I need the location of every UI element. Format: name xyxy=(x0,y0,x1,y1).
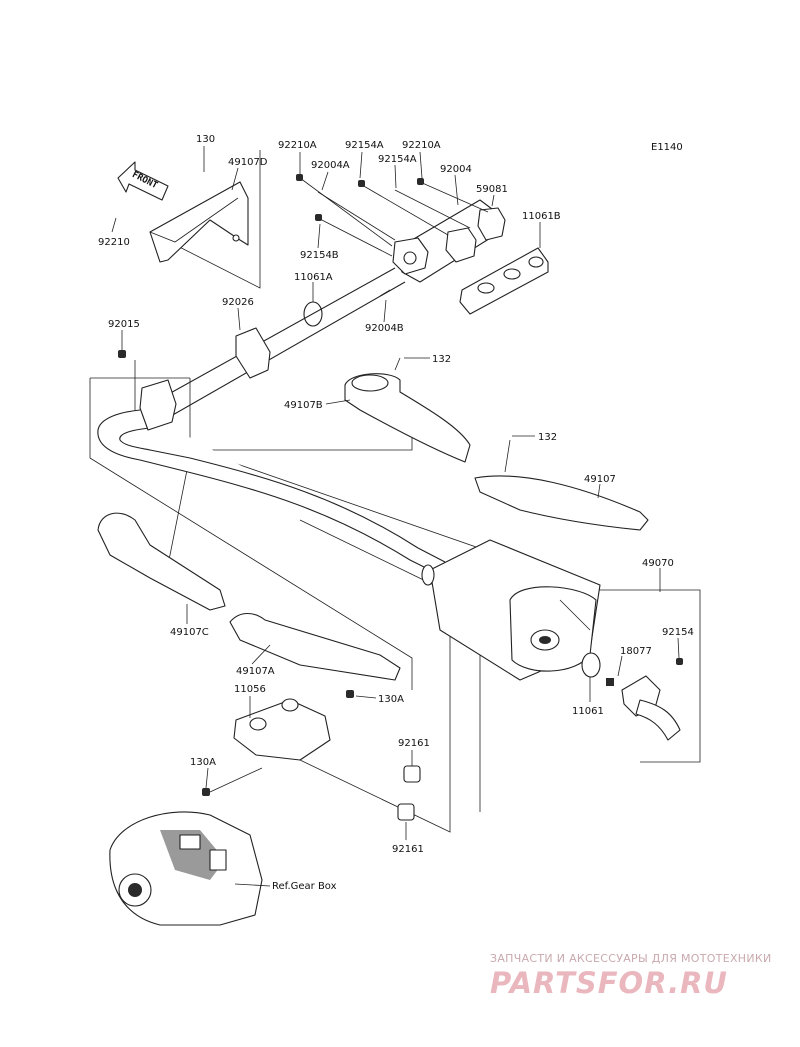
exhaust-manifold xyxy=(392,199,506,283)
label-59081: 59081 xyxy=(476,184,508,195)
ref-gear-box-label: Ref.Gear Box xyxy=(272,881,337,892)
bracket-11056 xyxy=(202,690,354,796)
pipe-flange xyxy=(139,379,177,431)
label-11061: 11061 xyxy=(572,706,604,717)
leader-lines xyxy=(111,146,680,887)
label-130a-1: 130A xyxy=(378,694,404,705)
label-92210a-1: 92210A xyxy=(278,140,317,151)
tail-pipe-18077 xyxy=(606,658,683,741)
label-92161-2: 92161 xyxy=(392,844,424,855)
heat-shield-49107c xyxy=(97,512,226,611)
watermark-caption: ЗАПЧАСТИ И АКСЕССУАРЫ ДЛЯ МОТОТЕХНИКИ xyxy=(490,952,772,965)
label-49107a: 49107A xyxy=(236,666,275,677)
label-92015: 92015 xyxy=(108,319,140,330)
label-92210: 92210 xyxy=(98,237,130,248)
label-92161-1: 92161 xyxy=(398,738,430,749)
label-11061b: 11061B xyxy=(522,211,561,222)
rubber-mount-92161-b xyxy=(397,803,415,821)
heat-shield-49107 xyxy=(474,439,649,531)
gasket-11061 xyxy=(581,652,601,678)
label-11061a: 11061A xyxy=(294,272,333,283)
label-49107b: 49107B xyxy=(284,400,323,411)
label-49107d: 49107D xyxy=(228,157,268,168)
exhaust-pipe-front xyxy=(97,267,446,576)
label-49107c: 49107C xyxy=(170,627,209,638)
code-label: E1140 xyxy=(651,142,683,153)
label-49070: 49070 xyxy=(642,558,674,569)
label-92154b: 92154B xyxy=(300,250,339,261)
label-92154a-1: 92154A xyxy=(345,140,384,151)
label-92004: 92004 xyxy=(440,164,472,175)
manifold-gasket-11061b xyxy=(459,247,549,315)
heat-shield-49107b xyxy=(344,357,471,463)
label-11056: 11056 xyxy=(234,684,266,695)
label-18077: 18077 xyxy=(620,646,652,657)
watermark-logo: PARTSFOR.RU xyxy=(490,966,728,1000)
rubber-mount-92161-a xyxy=(403,765,421,783)
front-arrow-icon: FRONT xyxy=(117,161,169,201)
heat-shield-49107a xyxy=(229,612,401,681)
flange-gasket-92026 xyxy=(235,327,271,379)
label-130a-2: 130A xyxy=(190,757,216,768)
label-132-2: 132 xyxy=(538,432,557,443)
label-92004a: 92004A xyxy=(311,160,350,171)
label-132-1: 132 xyxy=(432,354,451,365)
label-92154a-2: 92154A xyxy=(378,154,417,165)
nut-92015-icon xyxy=(118,350,126,358)
label-92210a-2: 92210A xyxy=(402,140,441,151)
muffler-49070 xyxy=(421,539,601,681)
label-92004b: 92004B xyxy=(365,323,404,334)
reference-lines xyxy=(89,150,701,833)
heat-shield-49107d xyxy=(149,181,249,263)
gear-box-reference xyxy=(109,811,263,926)
label-92026: 92026 xyxy=(222,297,254,308)
label-49107: 49107 xyxy=(584,474,616,485)
label-130: 130 xyxy=(196,134,215,145)
label-92154: 92154 xyxy=(662,627,694,638)
part-labels: E1140 130 49107D 92210 92210A 92004A 921… xyxy=(98,134,694,892)
